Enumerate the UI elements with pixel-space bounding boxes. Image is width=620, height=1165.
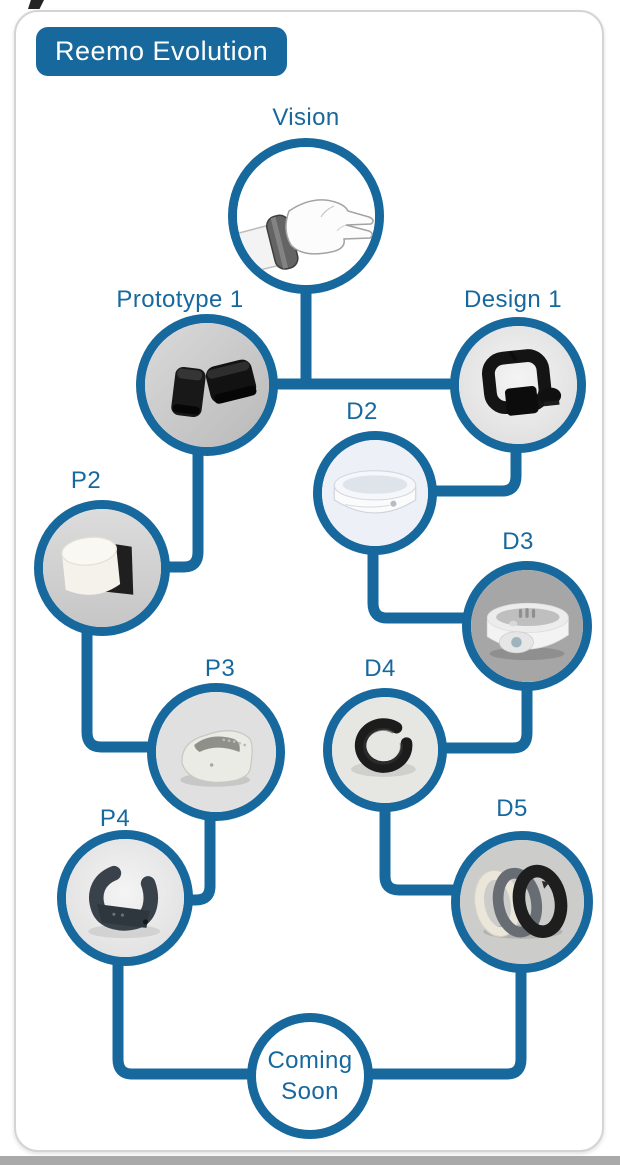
- connector-p2-p3: [81, 628, 152, 753]
- label-d4: D4: [364, 655, 396, 682]
- coming-soon-text: Coming Soon: [256, 1022, 364, 1130]
- d2-photo-white-wristband: [322, 440, 428, 546]
- vision-photo-hand-with-wristband: [237, 147, 375, 285]
- node-p4: [57, 830, 193, 966]
- background-fragment: [28, 0, 44, 9]
- page-title: Reemo Evolution: [36, 27, 288, 76]
- coming-soon-line2: Soon: [281, 1078, 339, 1105]
- connector-d4-d5: [379, 807, 456, 896]
- design-1-photo-black-wristband: [459, 326, 577, 444]
- node-d2: [313, 431, 437, 555]
- label-d2: D2: [346, 398, 378, 425]
- connector-d5-comingsoon: [368, 968, 527, 1080]
- d5-photo-three-rings: [460, 840, 584, 964]
- label-p4: P4: [99, 805, 131, 832]
- p2-photo-white-black-puck: [43, 509, 161, 627]
- connector-d2-d3: [367, 549, 467, 624]
- p3-photo-silver-ring-device: [156, 692, 276, 812]
- bottom-strip: [0, 1156, 620, 1165]
- coming-soon-line1: Coming: [267, 1046, 353, 1074]
- node-design-1: [450, 317, 586, 453]
- connector-d3-d4: [442, 686, 533, 754]
- connector-p4-comingsoon: [112, 961, 252, 1080]
- connector-p3-p4: [188, 816, 216, 906]
- label-design-1: Design 1: [464, 286, 562, 313]
- node-d3: [462, 561, 592, 691]
- label-p3: P3: [204, 655, 236, 682]
- node-p2: [34, 500, 170, 636]
- d4-photo-black-open-ring: [332, 697, 438, 803]
- prototype-1-photo-two-black-modules: [145, 323, 269, 447]
- d3-photo-white-wristband-plate: [471, 570, 583, 682]
- connector-prototype1-p2: [164, 450, 204, 573]
- node-d4: [323, 688, 447, 812]
- node-prototype-1: [136, 314, 278, 456]
- node-vision: [228, 138, 384, 294]
- p4-photo-dark-open-ring: [66, 839, 184, 957]
- label-p2: P2: [70, 467, 102, 494]
- label-d3: D3: [502, 528, 534, 555]
- label-d5: D5: [496, 795, 528, 822]
- connector-design1-d2: [433, 447, 522, 497]
- node-coming-soon: Coming Soon: [247, 1013, 373, 1139]
- label-prototype-1: Prototype 1: [116, 286, 244, 313]
- node-p3: [147, 683, 285, 821]
- node-d5: [451, 831, 593, 973]
- label-vision: Vision: [272, 104, 340, 131]
